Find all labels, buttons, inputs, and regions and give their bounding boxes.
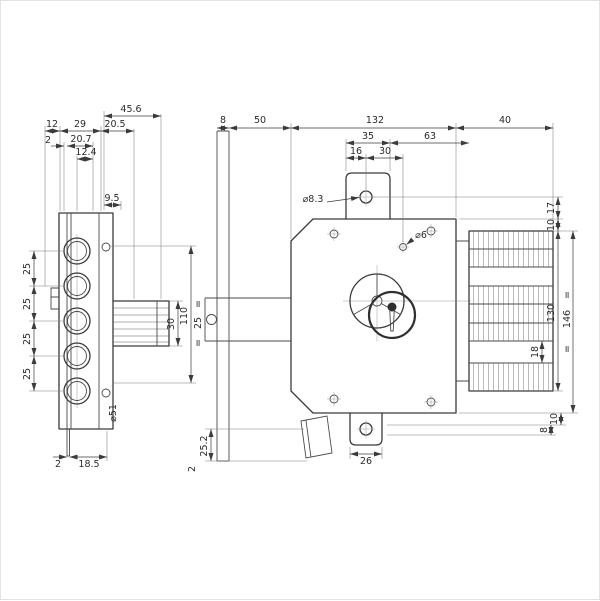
cylinder-centerlines — [343, 265, 471, 341]
latch-detail — [50, 287, 59, 310]
screw-hole-bottom — [101, 388, 111, 398]
equal-mark-bottom: = — [193, 339, 204, 347]
side-view-dimensions: 45.6 12 29 20.5 2 20.7 12.4 9.5 25 25 25… — [22, 104, 204, 470]
front-view-object — [204, 130, 554, 462]
bolt-block-outline — [468, 230, 554, 392]
dim-12-4: 12.4 — [75, 147, 96, 158]
dim-20-7: 20.7 — [70, 134, 91, 145]
dim-2-bottom: 2 — [55, 459, 61, 470]
dia-6: ⌀6 — [415, 230, 427, 241]
dim-50: 50 — [254, 115, 266, 126]
pin-hole-4 — [63, 342, 91, 370]
dim-17: 17 — [546, 202, 557, 214]
lock-body-outline — [290, 218, 457, 414]
dim-10-bottom: 10 — [549, 413, 560, 425]
dim-9-5: 9.5 — [104, 193, 119, 204]
dim-130: 130 — [546, 304, 557, 322]
bolt-hatch-middle — [469, 286, 553, 341]
dim-35: 35 — [362, 131, 374, 142]
dim-146: 146 — [562, 310, 573, 328]
dim-63: 63 — [424, 131, 436, 142]
dim-2: 2 — [187, 466, 198, 472]
lock-case-side-outline — [58, 212, 114, 430]
equal-mark-top: = — [562, 291, 573, 299]
top-tab-outline — [345, 172, 391, 220]
dim-bolt-30: 30 — [166, 318, 177, 330]
dim-pitch-3: 25 — [22, 333, 33, 345]
keyhole — [387, 302, 397, 312]
dim-40: 40 — [499, 115, 511, 126]
bolt-block-rows — [469, 248, 553, 364]
equal-mark-top: = — [193, 300, 204, 308]
dim-25-center: 25 — [193, 317, 204, 329]
dim-132: 132 — [366, 115, 384, 126]
dim-16: 16 — [350, 146, 362, 157]
dia-51: ⌀51 — [108, 404, 119, 422]
faceplate-front — [216, 130, 230, 462]
dim-8-faceplate: 8 — [220, 115, 226, 126]
dim-20-5: 20.5 — [104, 119, 125, 130]
screw-hole-top — [101, 242, 111, 252]
pin-hole-3 — [63, 307, 91, 335]
bolt-serrations — [113, 307, 169, 343]
dim-110: 110 — [179, 307, 190, 325]
faceplate-side — [66, 213, 72, 429]
equal-mark-bottom: = — [562, 345, 573, 353]
dia-8-3: ⌀8.3 — [303, 194, 324, 205]
bolt-hatch-bottom — [469, 363, 553, 391]
mounting-bracket — [204, 297, 291, 342]
faceplate-bend — [300, 415, 333, 459]
pin-hole-2 — [63, 272, 91, 300]
pin-hole-5 — [63, 377, 91, 405]
dim-18-5: 18.5 — [78, 459, 99, 470]
front-view-dimensions: 8 50 132 40 35 63 16 30 ⌀8.3 ⌀6 17 10 13… — [187, 115, 578, 472]
bolt-side-outline — [112, 300, 170, 347]
dim-45-6: 45.6 — [120, 104, 141, 115]
dim-25-2: 25.2 — [199, 435, 210, 456]
faceplate-tail — [66, 429, 70, 457]
knob-circle — [367, 290, 417, 340]
dim-pitch-1: 25 — [22, 263, 33, 275]
side-view-object — [50, 212, 170, 457]
bracket-hole — [206, 314, 217, 325]
dim-10-top: 10 — [546, 219, 557, 231]
dim-pitch-2: 25 — [22, 298, 33, 310]
dim-8-bottom: 8 — [539, 427, 550, 433]
keyhole-slot — [389, 310, 395, 332]
pin-hole-1 — [63, 237, 91, 265]
bolt-connectors — [456, 240, 469, 382]
dim-12: 12 — [46, 119, 58, 130]
dim-2-top: 2 — [45, 135, 51, 146]
extension-lines — [29, 111, 196, 461]
bottom-tab-outline — [349, 412, 383, 446]
dim-26: 26 — [360, 456, 372, 467]
dim-18: 18 — [530, 346, 541, 358]
dim-29: 29 — [74, 119, 86, 130]
dim-30: 30 — [379, 146, 391, 157]
dim-pitch-4: 25 — [22, 368, 33, 380]
